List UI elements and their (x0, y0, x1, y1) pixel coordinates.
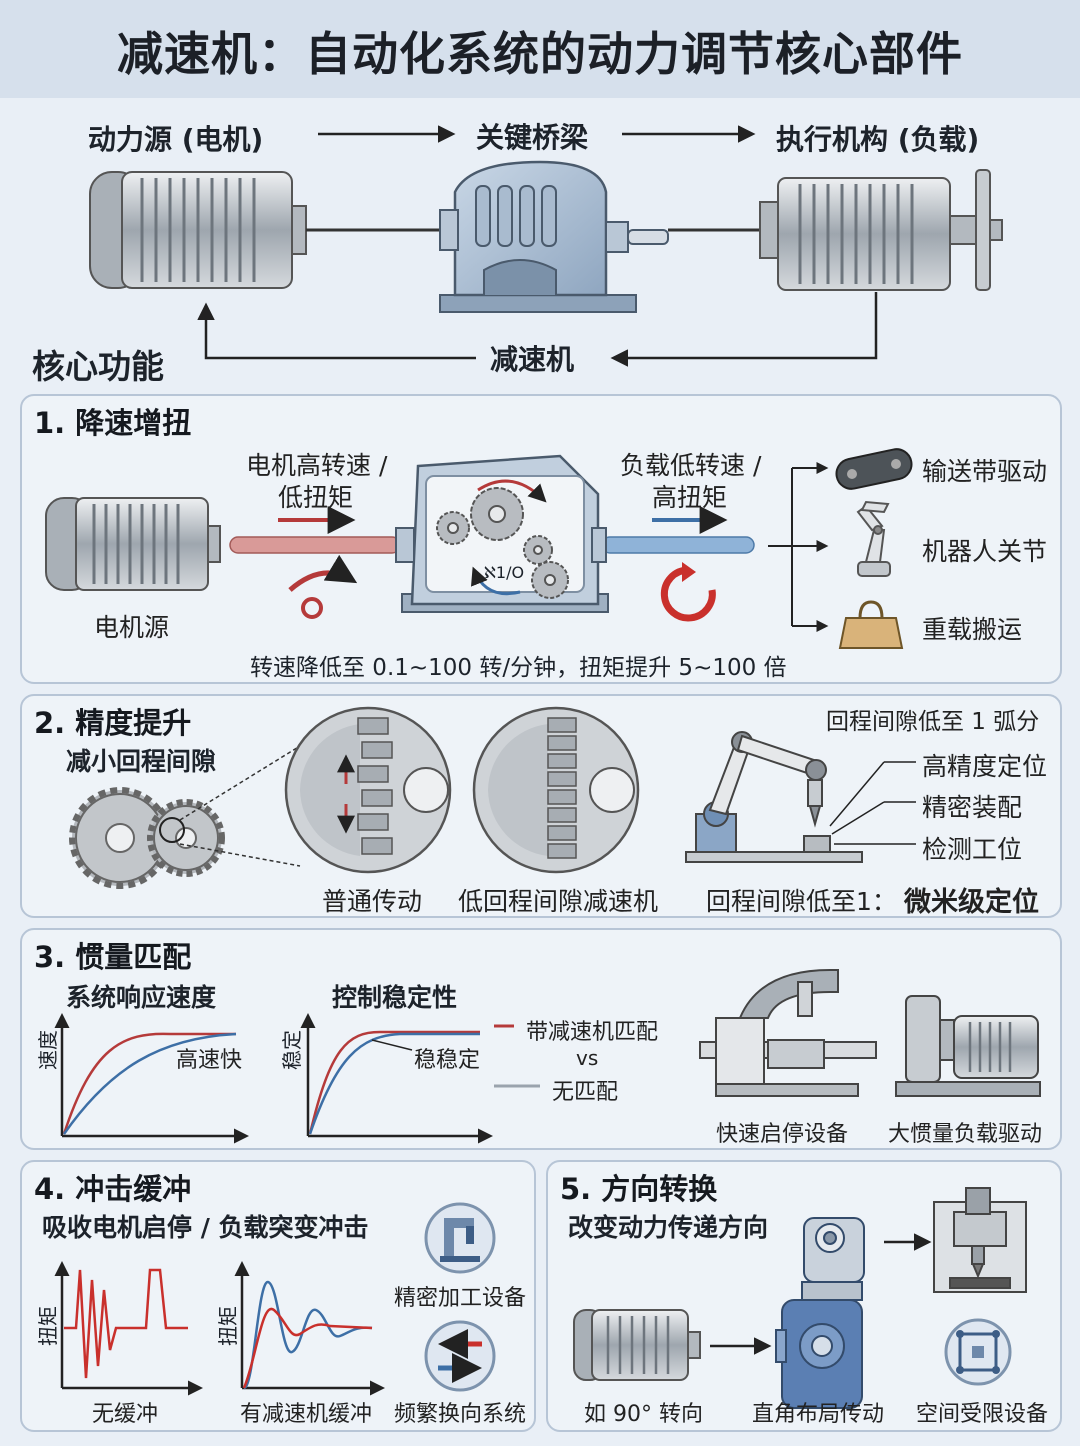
chart-1-note: 高速快 (176, 1048, 243, 1073)
motor-source-icon (45, 497, 221, 591)
section-4-title: 4. 冲击缓冲 (34, 1172, 192, 1206)
chart-2-ylabel: 稳定 (280, 1030, 304, 1070)
top-flow-diagram (89, 125, 1003, 367)
title-banner: 减速机：自动化系统的动力调节核心部件 (0, 0, 1080, 98)
section-4-diagram (54, 1202, 496, 1396)
legend-red-label: 带减速机匹配 (526, 1020, 659, 1045)
precision-machining-label: 精密加工设备 (394, 1286, 527, 1311)
reducer-icon (439, 160, 669, 313)
chart-4-ylabel: 扭矩 (216, 1306, 240, 1346)
page-title: 减速机：自动化系统的动力调节核心部件 (117, 27, 963, 81)
section-4-subtitle: 吸收电机启停 / 负载突变冲击 (42, 1213, 369, 1242)
core-function-heading: 核心功能 (32, 347, 164, 386)
buffered-blue-line (242, 1280, 373, 1390)
with-buffer-label: 有减速机缓冲 (240, 1402, 373, 1427)
gear-pair-icon (69, 787, 225, 889)
app-conveyor-label: 输送带驱动 (922, 457, 1048, 486)
output-speed-label-1: 负载低转速 / (620, 451, 762, 480)
right-angle-label: 直角布局传动 (752, 1402, 885, 1427)
power-source-label: 动力源 (电机) (88, 123, 264, 156)
frequent-reversing-label: 频繁换向系统 (394, 1402, 527, 1427)
heavy-load-icon (838, 600, 904, 649)
no-buffer-chart (54, 1261, 203, 1396)
torque-spike-line (64, 1268, 188, 1379)
direction-motor-icon (573, 1309, 701, 1381)
chart-1-title: 系统响应速度 (66, 983, 217, 1012)
output-shaft (601, 536, 755, 554)
legend-gray-label: 无匹配 (552, 1080, 619, 1105)
app-high-precision-label: 高精度定位 (922, 752, 1048, 781)
frequent-reversing-icon (424, 1320, 496, 1392)
legend-vs: vs (576, 1046, 599, 1070)
section-5-diagram (573, 1187, 1027, 1409)
slow-rotation-icon (660, 566, 716, 622)
buffered-red-line (242, 1307, 373, 1389)
section-2-diagram (69, 706, 916, 889)
section-2-subtitle: 减小回程间隙 (66, 747, 217, 776)
chart-1-ylabel: 速度 (36, 1030, 60, 1070)
fast-rotation-icon (288, 554, 358, 592)
section-3-title: 3. 惯量匹配 (34, 940, 192, 974)
large-inertia-label: 大惯量负载驱动 (888, 1122, 1043, 1147)
feedback-arrow-right (610, 292, 878, 367)
input-shaft (229, 536, 401, 554)
load-motor-icon (759, 169, 1003, 291)
section-3-diagram (54, 969, 1041, 1144)
feedback-arrow-left (197, 302, 476, 360)
large-inertia-drive-icon (895, 995, 1041, 1097)
app-heavy-load-label: 重载搬运 (922, 615, 1023, 644)
gearbox-icon (395, 454, 609, 613)
response-speed-chart (54, 1013, 249, 1144)
blue-response-curve (62, 1032, 237, 1135)
section-1-footer: 转速降低至 0.1~100 转/分钟，扭矩提升 5~100 倍 (250, 655, 787, 681)
section-1-title: 1. 降速增扭 (34, 406, 192, 440)
section-2-title: 2. 精度提升 (34, 706, 192, 740)
vertical-machine-icon (933, 1187, 1027, 1293)
conveyor-icon (835, 448, 913, 490)
section-5-title: 5. 方向转换 (560, 1172, 718, 1206)
motor-source-label: 电机源 (94, 613, 170, 642)
robot-arm-icon (856, 500, 891, 577)
quick-start-label: 快速启停设备 (716, 1122, 849, 1147)
chart-2-note: 稳稳定 (414, 1048, 481, 1073)
confined-space-icon (944, 1318, 1012, 1386)
precision-robot-icon (685, 731, 863, 863)
blue-stability-curve (308, 1032, 480, 1135)
quick-start-machine-icon (699, 969, 877, 1097)
no-buffer-label: 无缓冲 (92, 1402, 159, 1427)
app-robot-joint-label: 机器人关节 (922, 537, 1048, 566)
gear-ratio-label: ℵ1/O (484, 563, 525, 582)
chart-2-title: 控制稳定性 (332, 983, 458, 1012)
low-backlash-gear-zoom (472, 706, 640, 874)
right-angle-gearbox-icon (775, 1217, 865, 1409)
app-inspection-label: 检测工位 (922, 835, 1023, 864)
red-stability-curve (308, 1030, 480, 1135)
control-stability-chart (300, 1013, 493, 1144)
normal-transmission-label: 普通传动 (322, 887, 423, 916)
backlash-note: 回程间隙低至 1 弧分 (826, 709, 1040, 735)
precision-machining-icon (424, 1202, 496, 1274)
section-1-diagram (45, 448, 913, 649)
chart-3-ylabel: 扭矩 (36, 1306, 60, 1346)
motor-icon (89, 171, 307, 289)
section-2-footer-b: 微米级定位 (904, 887, 1039, 918)
turn-90-label: 如 90° 转向 (584, 1402, 703, 1427)
buffered-chart (234, 1261, 385, 1396)
app-precision-assembly-label: 精密装配 (922, 793, 1023, 822)
bridge-label: 关键桥梁 (476, 121, 589, 154)
normal-gear-zoom (284, 706, 452, 874)
low-backlash-label: 低回程间隙减速机 (458, 887, 659, 916)
section-5-subtitle: 改变动力传递方向 (568, 1213, 769, 1242)
reducer-label: 减速机 (490, 343, 575, 376)
actuator-label: 执行机构 (负载) (776, 123, 980, 156)
confined-space-label: 空间受限设备 (916, 1402, 1049, 1427)
input-speed-label-1: 电机高转速 / (246, 451, 388, 480)
red-response-curve (62, 1032, 236, 1135)
section-2-footer-a: 回程间隙低至1： (706, 887, 897, 916)
